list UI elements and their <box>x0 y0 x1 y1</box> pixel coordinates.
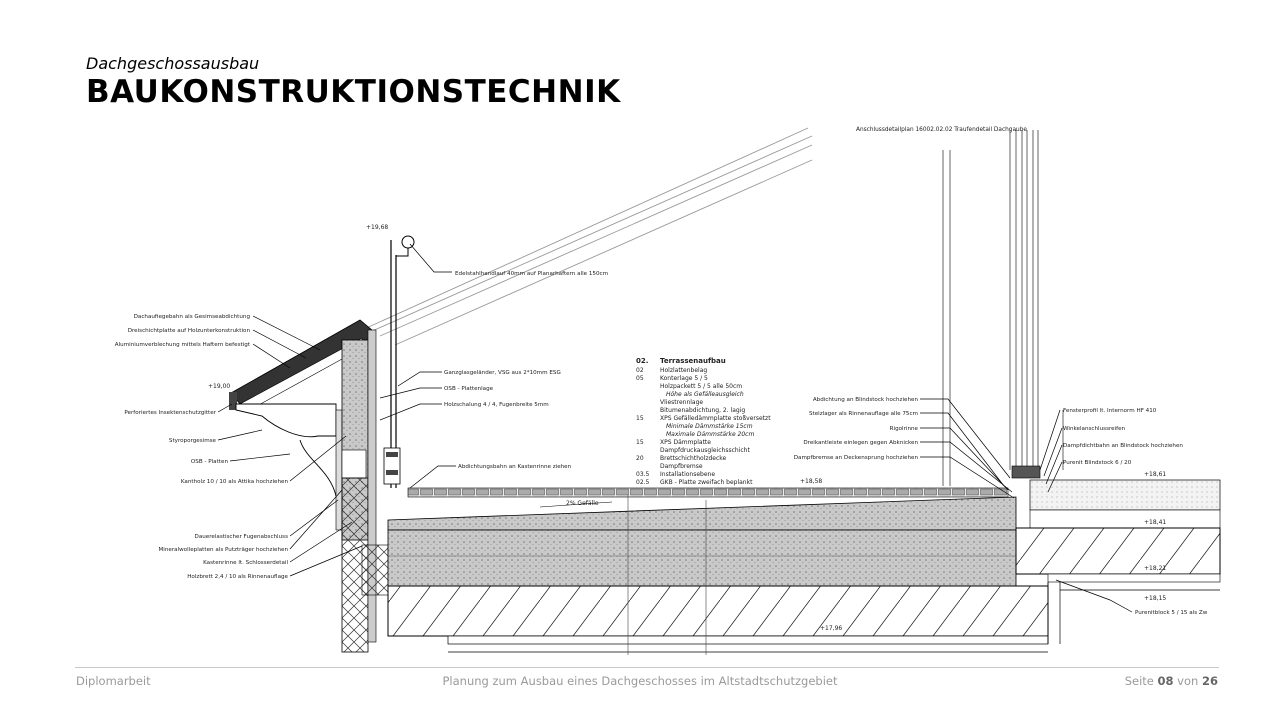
build-up-layer: Installationsebene <box>660 471 715 478</box>
right-label: Dreikantleiste einlegen gegen Abknicken <box>803 440 918 446</box>
level-r4: +18,15 <box>1144 595 1166 602</box>
dormer-window-frame <box>942 130 1064 486</box>
window-sill <box>1011 465 1041 479</box>
far-right-label: Winkelanschlussreifen <box>1063 426 1126 432</box>
construction-detail-drawing: Dachaufiegebahn als Gesimseabdichtung Dr… <box>115 127 1221 655</box>
build-up-thickness: 03.5 <box>636 471 650 478</box>
terrace-build-up: 02. Terrassenaufbau 02 Holzlattenbelag 05 K… <box>636 357 771 486</box>
middle-label: Abdichtungsbahn an Kastenrinne ziehen <box>458 464 572 470</box>
build-up-rows: 02 Holzlattenbelag 05 Konterlage 5 / 5Holzp… <box>636 367 771 486</box>
level-bottom: +17,96 <box>820 625 842 632</box>
terrace-decking <box>407 487 1009 498</box>
ceiling-board <box>447 635 1049 645</box>
right-label: Stelzlager als Rinnenauflage alle 75cm <box>809 411 918 417</box>
right-label: Dampfbremse an Deckensprung hochziehen <box>794 455 919 461</box>
clt-deck <box>387 585 1049 637</box>
build-up-layer: Vliestrennlage <box>660 399 703 406</box>
middle-label: OSB - Plattenlage <box>444 386 494 392</box>
left-label: Holzbrett 2,4 / 10 als Rinnenauflage <box>187 574 288 580</box>
level-r3: +18,21 <box>1144 565 1166 572</box>
build-up-layer: Holzpackett 5 / 5 alle 50cm <box>660 383 742 390</box>
build-up-layer: GKB - Platte zweifach beplankt <box>660 479 753 486</box>
build-up-thickness: 20 <box>636 455 644 462</box>
left-label: Aluminiumverblechung mittels Haftern bef… <box>115 342 251 348</box>
page-prefix: Seite <box>1124 674 1158 688</box>
build-up-layer: Holzlattenbelag <box>660 367 707 374</box>
middle-label: Ganzglasgeländer, VSG aus 2*10mm ESG <box>444 370 561 376</box>
build-up-layer: Dampfdruckausgleichsschicht <box>660 447 750 454</box>
build-up-layer: Dampfbremse <box>660 463 703 470</box>
page-subtitle: Dachgeschossausbau <box>86 54 260 73</box>
footer-left: Diplomarbeit <box>76 674 151 688</box>
level-r2: +18,41 <box>1144 519 1166 526</box>
level-top: +19,68 <box>366 224 388 231</box>
build-up-layer: Minimale Dämmstärke 15cm <box>666 423 753 430</box>
left-label: Dachaufiegebahn als Gesimseabdichtung <box>134 314 251 320</box>
left-label: Dauerelastischer Fugenabschluss <box>195 534 289 540</box>
build-up-layer: Brettschichtholzdecke <box>660 455 727 462</box>
far-right-label: Purenitblock 5 / 15 als Zw <box>1135 610 1208 616</box>
page-of: von <box>1173 674 1202 688</box>
far-right-label: Fensterprofil lt. Internorm HF 410 <box>1063 408 1157 414</box>
level-terrace: +18,58 <box>800 478 822 485</box>
level-eave: +19,00 <box>208 383 230 390</box>
footer-divider <box>75 667 1219 668</box>
build-up-thickness: 02.5 <box>636 479 650 486</box>
right-deck <box>1015 527 1221 575</box>
build-up-layer: XPS Gefälledämmplatte stoßversetzt <box>660 415 771 422</box>
parapet-wall <box>341 329 389 653</box>
build-up-number: 02. <box>636 357 648 365</box>
right-screed <box>1029 479 1221 511</box>
glass-railing <box>383 235 415 488</box>
slope-insulation <box>387 496 1017 531</box>
level-r1: +18,61 <box>1144 471 1166 478</box>
build-up-layer: Konterlage 5 / 5 <box>660 375 708 382</box>
xps-insulation <box>387 529 1017 587</box>
page-total: 26 <box>1201 674 1218 688</box>
build-up-thickness: 05 <box>636 375 644 382</box>
left-label: Mineralwolleplatten als Putzträger hochz… <box>158 547 288 553</box>
right-label: Rigolrinne <box>890 426 919 432</box>
leader-lines-left <box>217 315 363 577</box>
middle-label: Holzschalung 4 / 4, Fugenbreite 5mm <box>444 402 549 408</box>
drawing-reference: Anschlussdetailplan 16002.02.02 Traufend… <box>856 127 1027 133</box>
left-label: OSB - Platten <box>191 459 229 465</box>
build-up-thickness: 02 <box>636 367 644 374</box>
build-up-title: Terrassenaufbau <box>660 357 726 365</box>
left-label: Perforiertes Insektenschutzgitter <box>124 410 216 416</box>
roof-slope-lines <box>361 127 813 346</box>
leader-lines-right <box>920 398 1133 613</box>
page-number: 08 <box>1157 674 1174 688</box>
middle-label: Edelstahlhandlauf 40mm auf Planarhaftern… <box>455 271 608 277</box>
build-up-thickness: 15 <box>636 439 644 446</box>
right-label: Abdichtung an Blindstock hochziehen <box>813 397 919 403</box>
left-label: Styroporgesimse <box>169 438 217 444</box>
footer-center: Planung zum Ausbau eines Dachgeschosses … <box>442 674 838 688</box>
left-label: Kastenrinne lt. Schlosserdetail <box>203 560 288 566</box>
build-up-thickness: 15 <box>636 415 644 422</box>
far-right-label: Purenit Blindstock 6 / 20 <box>1063 460 1132 466</box>
page-title: BAUKONSTRUKTIONSTECHNIK <box>86 74 621 110</box>
far-right-label: Dampfdichtbahn an Blindstock hochziehen <box>1063 443 1183 449</box>
build-up-layer: Maximale Dämmstärke 20cm <box>666 431 754 438</box>
build-up-layer: Höhe als Gefälleausgleich <box>666 391 744 398</box>
leader-lines-middle <box>379 243 456 489</box>
slope-label: 2% Gefälle <box>566 500 599 507</box>
left-label: Kantholz 10 / 10 als Attika hochziehen <box>181 479 289 485</box>
build-up-layer: XPS Dämmplatte <box>660 439 711 446</box>
left-label: Dreischichtplatte auf Holzunterkonstrukt… <box>128 328 251 334</box>
build-up-layer: Bitumenabdichtung, 2. lagig <box>660 407 745 414</box>
footer-page: Seite 08 von 26 <box>1125 674 1218 688</box>
